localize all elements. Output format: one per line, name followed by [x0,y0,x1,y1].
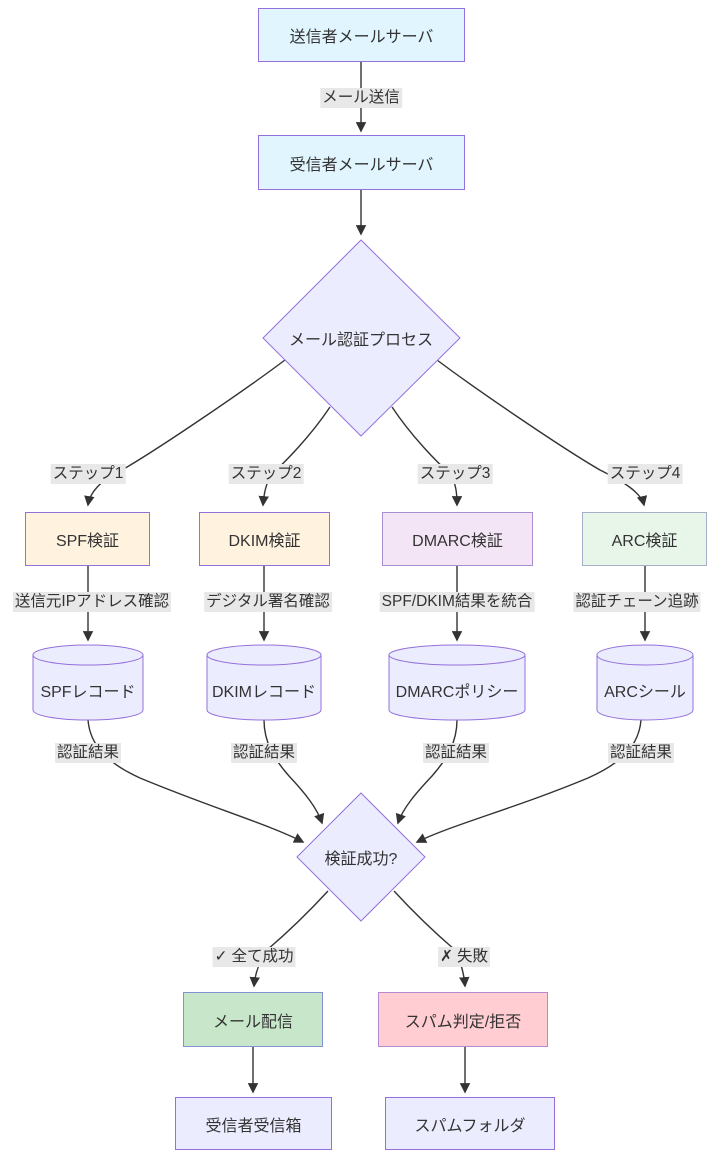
node-dmarc-policy-label: DMARCポリシー [395,684,519,701]
node-dmarc-check: DMARC検証 [382,512,533,566]
edge-label-result-4: 認証結果 [607,743,675,763]
edge-authprocess-to-spf [84,359,286,507]
edge-authprocess-to-dkim [258,406,331,507]
node-receiver-server: 受信者メールサーバ [258,135,465,190]
node-dkim-check: DKIM検証 [199,512,330,566]
node-inbox: 受信者受信箱 [175,1097,332,1150]
node-auth-process-label: メール認証プロセス [288,332,434,349]
edge-label-all-success-text: 全て成功 [231,948,294,965]
edge-label-dkim-desc: デジタル署名確認 [204,592,332,612]
node-dkim-record-cylinder [206,644,322,721]
edge-arcseal-to-verify [415,719,642,843]
node-arc-check: ARC検証 [582,512,707,566]
edge-label-fail: ✗失敗 [437,947,491,967]
edge-authprocess-to-dmarc [391,406,463,507]
edge-label-step1: ステップ1 [50,464,126,484]
node-mail-delivery: メール配信 [183,992,323,1047]
edge-label-step4: ステップ4 [607,464,683,484]
edge-label-step3: ステップ3 [417,464,493,484]
edge-label-all-success: ✓全て成功 [212,947,296,967]
edge-label-send-mail: メール送信 [320,88,402,108]
node-arc-seal-cylinder [596,644,694,721]
edge-verify-to-spam [393,890,470,988]
cross-icon: ✗ [439,948,453,965]
node-auth-process-diamond [262,239,461,437]
node-dkim-record-label: DKIMレコード [211,684,317,701]
node-spam-folder: スパムフォルダ [385,1097,555,1150]
node-sender-server: 送信者メールサーバ [258,8,465,62]
edge-dmarcpolicy-to-verify [395,719,458,825]
edge-dkimrecord-to-verify [263,719,325,825]
edge-label-fail-text: 失敗 [456,948,489,965]
node-dmarc-policy-cylinder [388,644,526,721]
edge-authprocess-to-arc [436,359,648,507]
edge-label-arc-desc: 認証チェーン追跡 [573,592,701,612]
edge-label-step2: ステップ2 [228,464,304,484]
edge-verify-to-delivery [249,890,329,988]
edge-label-dmarc-desc: SPF/DKIM結果を統合 [379,592,535,612]
edge-label-result-2: 認証結果 [230,743,298,763]
edge-spfrecord-to-verify [87,719,305,843]
node-spf-record-label: SPFレコード [40,684,136,701]
edge-label-result-1: 認証結果 [54,743,122,763]
edge-label-result-3: 認証結果 [422,743,490,763]
node-spf-check: SPF検証 [25,512,150,566]
node-verify-label: 検証成功? [324,851,398,868]
check-icon: ✓ [214,948,228,965]
node-verify-diamond [296,792,426,922]
node-spf-record-cylinder [32,644,144,721]
edge-label-spf-desc: 送信元IPアドレス確認 [12,592,172,612]
node-arc-seal-label: ARCシール [604,684,686,701]
node-spam-reject: スパム判定/拒否 [378,992,548,1047]
